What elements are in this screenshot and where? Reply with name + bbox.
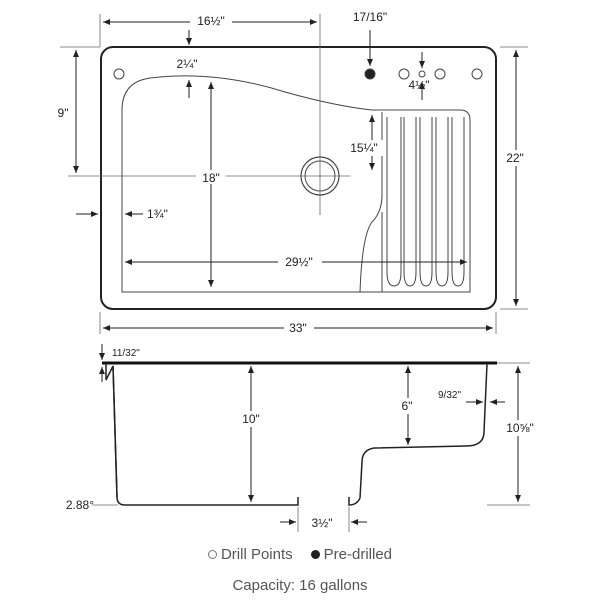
side-extension-lines [92, 362, 530, 532]
drill-point [113, 68, 125, 80]
legend-pre-drilled-label: Pre-drilled [323, 545, 393, 563]
dim-rim-to-basin: 2¼" [177, 57, 198, 71]
side-dimension-lines [99, 344, 521, 525]
legend: Drill Points Pre-drilled [0, 544, 600, 564]
dim-corner-angle: 2.88° [66, 498, 94, 512]
dim-overall-width: 33" [289, 321, 307, 335]
dim-top-width-left: 16½" [197, 14, 225, 28]
dim-side-offset: 1¾" [147, 207, 168, 221]
capacity-text: Capacity: 16 gallons [232, 577, 368, 594]
side-view-labels: 11/32" 10" 6" 9/32" 10⅝" 2.88° 3½" [66, 348, 540, 530]
top-view-labels: 16½" 17/16" 2¼" 4½" 9" 15¼" 18" 22" 1¾" … [58, 10, 527, 335]
drill-point [398, 68, 410, 80]
dim-drain-width: 3½" [312, 516, 333, 530]
basin-outline [121, 75, 471, 293]
side-view: 11/32" 10" 6" 9/32" 10⅝" 2.88° 3½" [66, 344, 540, 532]
dimension-lines [73, 19, 519, 331]
open-circle-icon [207, 549, 217, 559]
pre-drilled-hole [364, 68, 376, 80]
legend-drill-points-label: Drill Points [220, 545, 293, 563]
dim-basin-depth-front: 18" [202, 171, 220, 185]
filled-circle-icon [310, 549, 320, 559]
dim-overall-height: 10⅝" [506, 421, 534, 435]
dim-rim-thickness: 11/32" [112, 348, 140, 359]
dim-left-height: 9" [58, 106, 69, 120]
faucet-hole [418, 70, 426, 78]
drill-point [434, 68, 446, 80]
top-view: 16½" 17/16" 2¼" 4½" 9" 15¼" 18" 22" 1¾" … [58, 10, 528, 335]
dim-drainboard-depth: 15¼" [350, 141, 378, 155]
sink-outline [100, 46, 497, 310]
dim-overall-depth: 22" [506, 151, 524, 165]
drill-point [471, 68, 483, 80]
dim-step-depth: 6" [402, 399, 413, 413]
dim-basin-depth: 10" [242, 412, 260, 426]
dim-basin-width: 29½" [285, 255, 313, 269]
dim-drain-hole: 17/16" [353, 10, 387, 24]
dim-faucet-offset: 4½" [409, 78, 430, 92]
dim-step-offset: 9/32" [438, 390, 461, 401]
side-profile [105, 363, 488, 506]
sink-diagram: 16½" 17/16" 2¼" 4½" 9" 15¼" 18" 22" 1¾" … [57, 10, 540, 532]
legend-pre-drilled: Pre-drilled [310, 545, 393, 563]
legend-drill-points: Drill Points [207, 545, 293, 563]
drainboard-ribs [359, 112, 465, 293]
